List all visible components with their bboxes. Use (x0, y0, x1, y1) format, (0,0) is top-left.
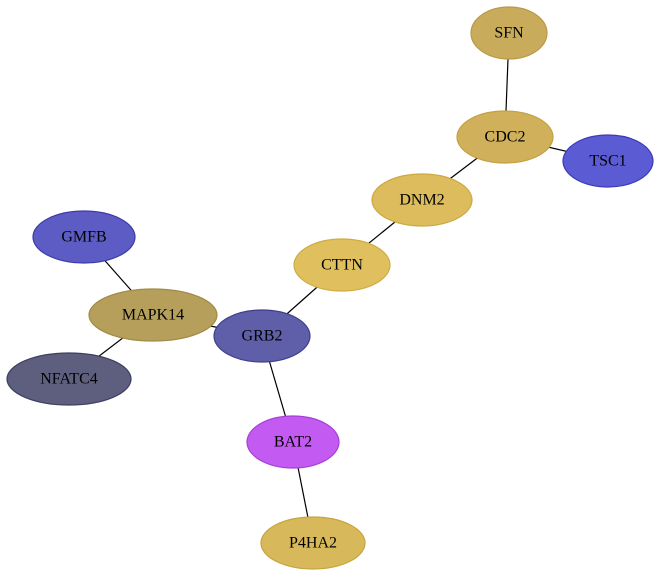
node-shape-cdc2[interactable] (456, 110, 554, 164)
node-shape-nfatc4[interactable] (6, 352, 132, 406)
node-p4ha2[interactable]: P4HA2 (260, 516, 366, 570)
node-label-grb2: GRB2 (242, 328, 283, 345)
node-grb2[interactable]: GRB2 (213, 309, 311, 363)
node-cdc2[interactable]: CDC2 (456, 110, 554, 164)
node-dnm2[interactable]: DNM2 (371, 173, 473, 227)
node-shape-sfn[interactable] (470, 6, 548, 60)
node-shape-tsc1[interactable] (562, 134, 654, 188)
node-label-bat2: BAT2 (274, 434, 312, 451)
node-shape-mapk14[interactable] (88, 288, 218, 342)
node-label-cdc2: CDC2 (485, 129, 526, 146)
node-shape-gmfb[interactable] (32, 210, 136, 264)
node-label-tsc1: TSC1 (589, 153, 626, 170)
node-shape-grb2[interactable] (213, 309, 311, 363)
node-label-sfn: SFN (494, 25, 524, 42)
node-label-gmfb: GMFB (61, 229, 106, 246)
node-gmfb[interactable]: GMFB (32, 210, 136, 264)
node-label-dnm2: DNM2 (399, 192, 444, 209)
node-shape-cttn[interactable] (293, 238, 391, 292)
node-label-mapk14: MAPK14 (122, 307, 184, 324)
node-label-cttn: CTTN (321, 257, 363, 274)
node-shape-bat2[interactable] (246, 415, 340, 469)
node-label-nfatc4: NFATC4 (40, 371, 98, 388)
node-nfatc4[interactable]: NFATC4 (6, 352, 132, 406)
node-shape-dnm2[interactable] (371, 173, 473, 227)
node-label-p4ha2: P4HA2 (289, 535, 337, 552)
node-bat2[interactable]: BAT2 (246, 415, 340, 469)
node-mapk14[interactable]: MAPK14 (88, 288, 218, 342)
node-tsc1[interactable]: TSC1 (562, 134, 654, 188)
node-shape-p4ha2[interactable] (260, 516, 366, 570)
node-sfn[interactable]: SFN (470, 6, 548, 60)
node-cttn[interactable]: CTTN (293, 238, 391, 292)
